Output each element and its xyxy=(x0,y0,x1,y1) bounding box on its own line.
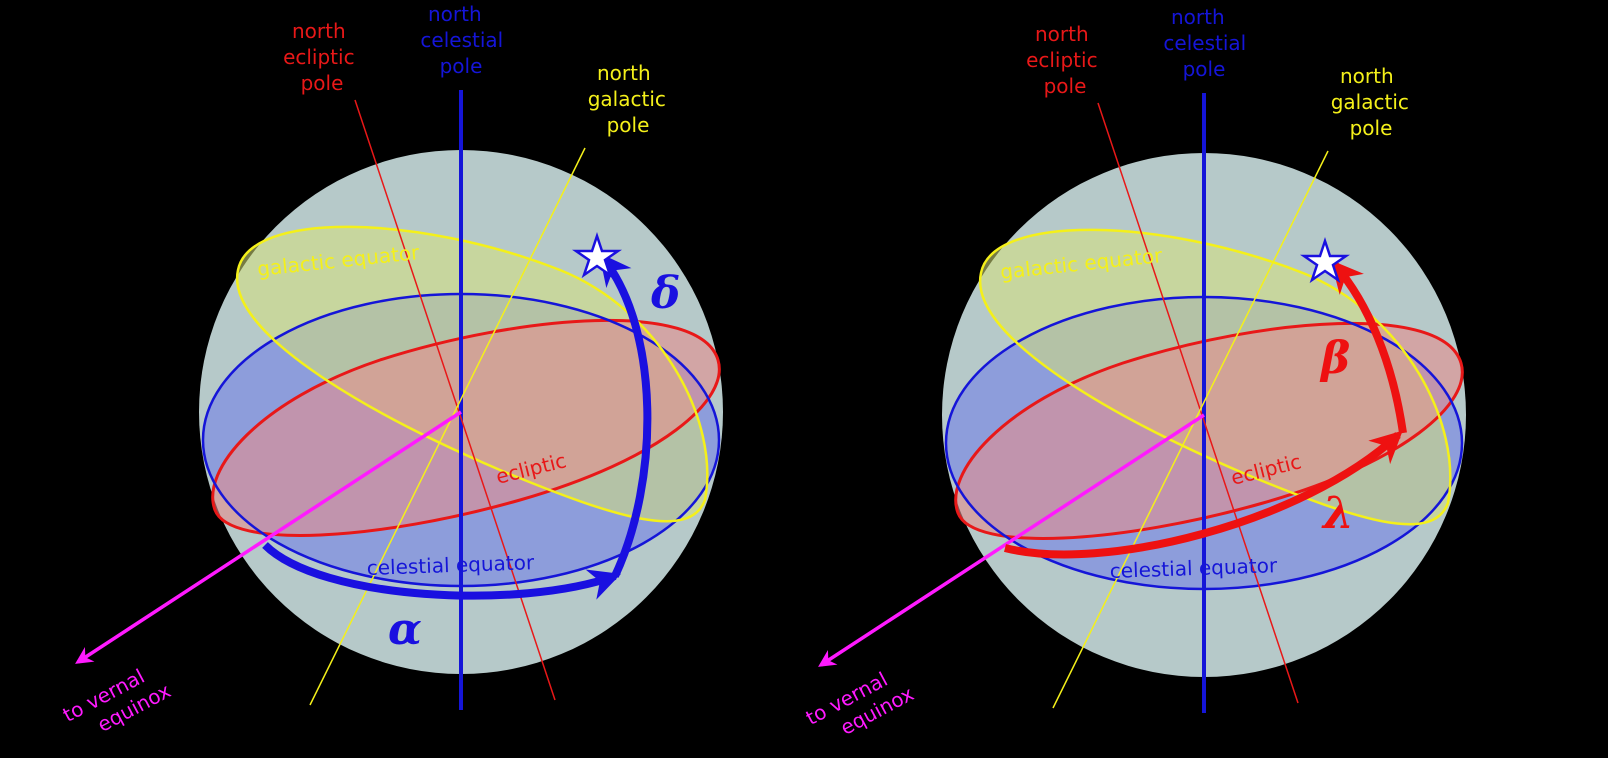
celestial-equator-label: celestial equator xyxy=(366,550,535,580)
ecliptic-plane xyxy=(212,320,720,536)
ecliptic-latitude-arc[interactable] xyxy=(1330,260,1407,434)
star-icon[interactable] xyxy=(1299,237,1351,284)
north-celestial-pole-label: north celestial pole xyxy=(1163,5,1252,81)
vernal-equinox-label: to vernal equinox xyxy=(802,659,918,752)
star-icon[interactable] xyxy=(571,232,623,279)
ecliptic-panel: north ecliptic pole north celestial pole… xyxy=(802,5,1466,752)
ecliptic-circle xyxy=(211,318,721,537)
ecliptic-circle xyxy=(954,321,1464,540)
vernal-equinox-label: to vernal equinox xyxy=(59,656,175,749)
alpha-symbol: α xyxy=(388,604,422,655)
ecliptic-axis xyxy=(354,99,556,701)
ecliptic-longitude-arc[interactable] xyxy=(1004,430,1403,559)
north-ecliptic-pole-label: north ecliptic pole xyxy=(283,19,361,95)
delta-symbol: δ xyxy=(650,268,680,319)
ecliptic-axis xyxy=(1097,102,1299,704)
north-galactic-pole-label: north galactic pole xyxy=(588,61,673,137)
equatorial-panel: north ecliptic pole north celestial pole… xyxy=(59,2,723,749)
north-celestial-pole-label: north celestial pole xyxy=(420,2,509,78)
beta-symbol: β xyxy=(1319,333,1350,384)
ecliptic-plane xyxy=(955,323,1463,539)
north-ecliptic-pole-label: north ecliptic pole xyxy=(1026,22,1104,98)
galactic-equator-circle xyxy=(978,228,1452,526)
north-galactic-pole-label: north galactic pole xyxy=(1331,64,1416,140)
declination-arc[interactable] xyxy=(599,252,652,578)
lambda-symbol: λ xyxy=(1321,488,1354,539)
galactic-axis xyxy=(309,147,586,706)
vernal-equinox-arrow xyxy=(818,413,1205,667)
galactic-equator-circle xyxy=(235,225,709,523)
celestial-equator-label: celestial equator xyxy=(1109,553,1278,583)
galactic-axis xyxy=(1052,150,1329,709)
vernal-equinox-arrow xyxy=(75,410,462,664)
right-ascension-arc[interactable] xyxy=(262,542,622,600)
